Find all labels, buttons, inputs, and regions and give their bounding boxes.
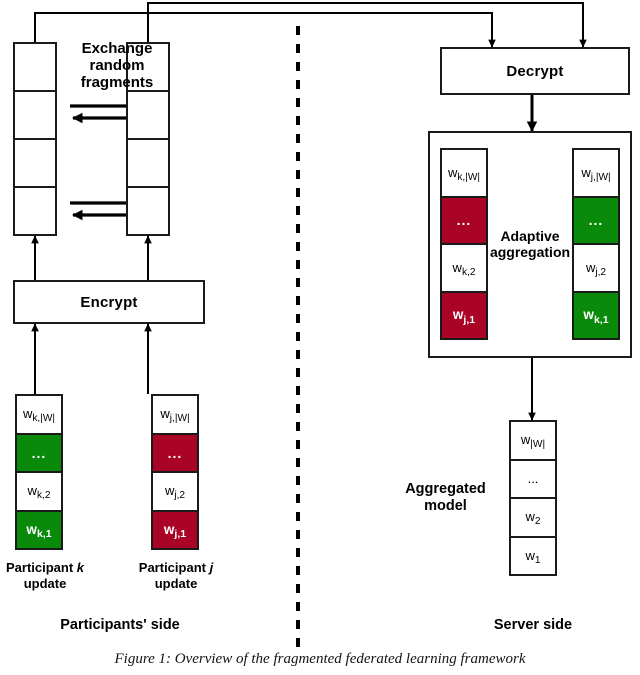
weight-label: wk,1: [583, 307, 609, 326]
encrypted-fragment-cell[interactable]: [128, 188, 168, 234]
weight-cell-ellipsis[interactable]: ...: [511, 460, 555, 499]
participant-k-update[interactable]: wk,|W| ... wk,2 wk,1: [15, 394, 63, 550]
weight-label: ...: [167, 444, 183, 461]
weight-cell[interactable]: wj,1: [153, 511, 197, 548]
weight-label: w2: [525, 509, 541, 528]
weight-label: wj,|W|: [581, 164, 611, 183]
decrypt-label: Decrypt: [506, 62, 564, 80]
weight-label: wk,2: [452, 259, 476, 278]
server-side-label: Server side: [493, 617, 573, 633]
weight-label: w1: [525, 547, 541, 566]
weight-label: ...: [588, 212, 604, 229]
figure-caption: Figure 1: Overview of the fragmented fed…: [0, 651, 640, 668]
adaptive-aggregation-label: Adaptive aggregation: [489, 228, 571, 261]
weight-label: wj,2: [585, 259, 607, 278]
weight-label: wk,|W|: [22, 406, 56, 425]
weight-cell[interactable]: w2: [511, 499, 555, 538]
weight-cell-ellipsis[interactable]: ...: [153, 434, 197, 473]
weight-label: wk,|W|: [447, 164, 481, 183]
weight-cell[interactable]: w|W|: [511, 422, 555, 461]
weight-cell[interactable]: w1: [511, 537, 555, 574]
weight-cell[interactable]: wk,|W|: [442, 150, 486, 198]
figure-caption-text: Figure 1: Overview of the fragmented fed…: [114, 651, 526, 667]
weight-cell[interactable]: wk,1: [17, 511, 61, 548]
weight-label: ...: [31, 444, 47, 461]
weight-label: w|W|: [520, 432, 546, 451]
weight-cell-ellipsis[interactable]: ...: [574, 197, 618, 245]
weight-label: wj,2: [164, 483, 186, 502]
participant-k-caption: Participant k update: [5, 560, 85, 591]
weight-cell[interactable]: wj,|W|: [574, 150, 618, 198]
encrypted-fragment-cell[interactable]: [15, 188, 55, 234]
weight-cell[interactable]: wj,2: [153, 473, 197, 512]
encrypt-box[interactable]: Encrypt: [13, 280, 205, 324]
weight-label: ...: [456, 212, 472, 229]
encrypted-fragment-cell[interactable]: [128, 140, 168, 188]
weight-label: wj,1: [452, 307, 476, 326]
aggregation-vector-left[interactable]: wk,|W| ... wk,2 wj,1: [440, 148, 488, 340]
weight-label: ...: [527, 471, 539, 487]
weight-cell[interactable]: wj,|W|: [153, 396, 197, 435]
encrypted-fragments-k[interactable]: [13, 42, 57, 236]
encrypted-fragments-j[interactable]: [126, 42, 170, 236]
aggregated-model-label: Aggregated model: [405, 481, 486, 515]
encrypted-fragment-cell[interactable]: [128, 44, 168, 92]
connector-fragments-j-to-decrypt: [147, 2, 587, 48]
weight-cell[interactable]: wk,2: [442, 245, 486, 293]
weight-cell[interactable]: wk,|W|: [17, 396, 61, 435]
weight-cell-ellipsis[interactable]: ...: [442, 197, 486, 245]
participant-j-caption: Participant j update: [138, 560, 214, 591]
participant-j-update[interactable]: wj,|W| ... wj,2 wj,1: [151, 394, 199, 550]
aggregation-vector-right[interactable]: wj,|W| ... wj,2 wk,1: [572, 148, 620, 340]
encrypt-label: Encrypt: [80, 293, 138, 311]
weight-cell[interactable]: wj,1: [442, 292, 486, 338]
weight-cell[interactable]: wk,1: [574, 292, 618, 338]
weight-cell[interactable]: wj,2: [574, 245, 618, 293]
weight-label: wj,1: [163, 521, 187, 541]
weight-label: wk,1: [26, 521, 52, 541]
weight-cell[interactable]: wk,2: [17, 473, 61, 512]
participants-side-label: Participants' side: [60, 617, 180, 633]
encrypted-fragment-cell[interactable]: [15, 44, 55, 92]
decrypt-box[interactable]: Decrypt: [440, 47, 630, 95]
exchange-random-fragments-label: Exchange random fragments: [80, 40, 154, 91]
aggregated-model-vector[interactable]: w|W| ... w2 w1: [509, 420, 557, 576]
encrypted-fragment-cell[interactable]: [15, 140, 55, 188]
weight-label: wk,2: [27, 483, 51, 502]
encrypted-fragment-cell[interactable]: [15, 92, 55, 140]
encrypted-fragment-cell[interactable]: [128, 92, 168, 140]
weight-label: wj,|W|: [160, 406, 190, 425]
weight-cell-ellipsis[interactable]: ...: [17, 434, 61, 473]
